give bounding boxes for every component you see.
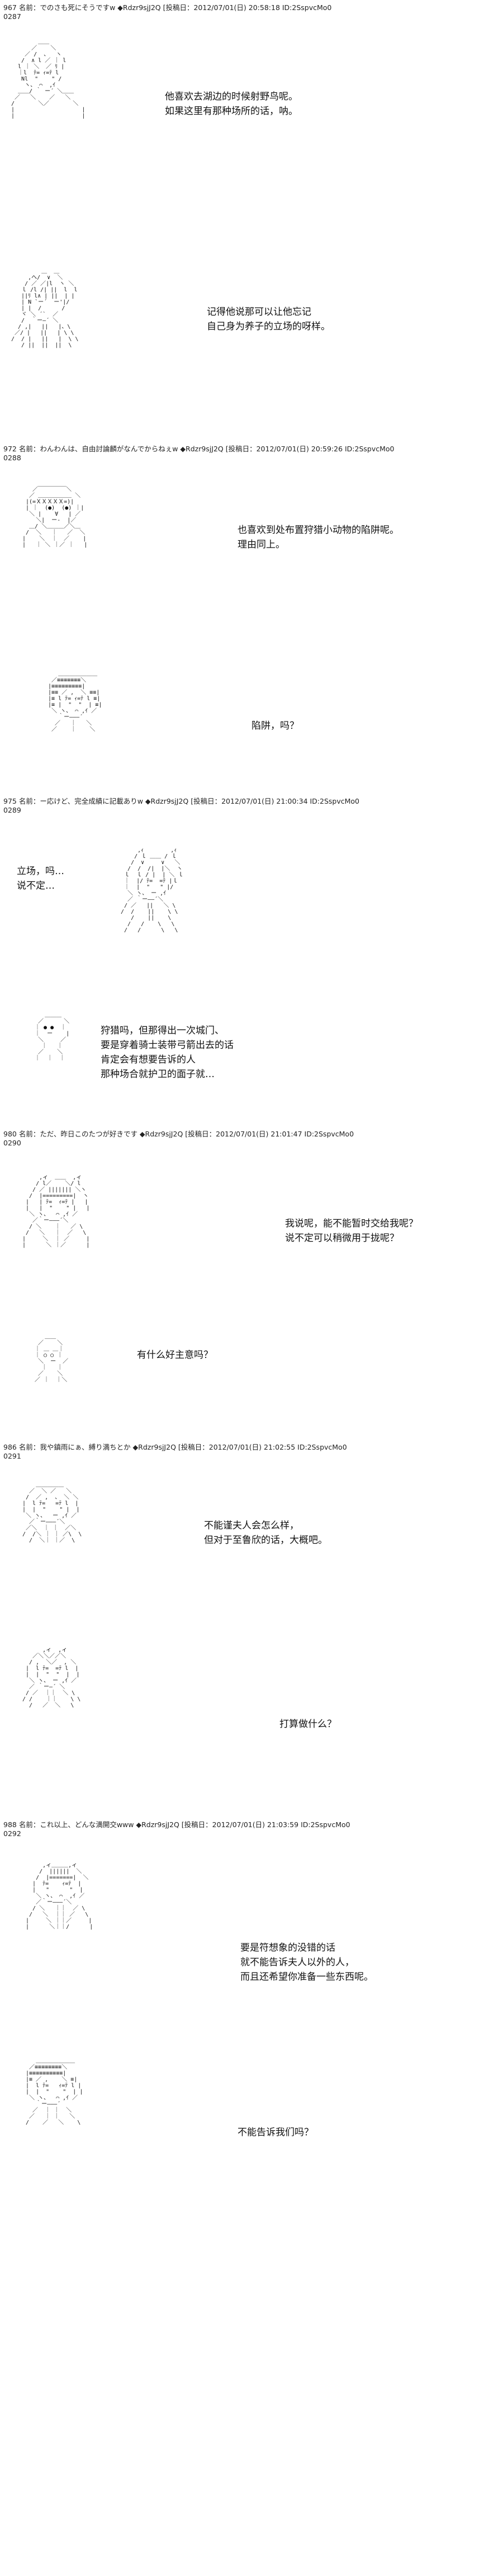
ascii-art-character: ＿＿＿ ／ ＼ ｜ ● ● ｜ ｜ ー | ＼ ／ ｜ ｜ ／ ＼ ｜ ｜ ｜ [35, 1012, 70, 1061]
post-number: 0289 [3, 806, 21, 814]
dialog-text: 要是符想象的没错的话 就不能告诉夫人以外的人， 而且还希望你准备一些东西呢。 [240, 1942, 373, 1983]
ascii-art-character: ＿＿＿＿＿＿＿ ／≡≡≡≡≡≡≡＼ |≡≡≡≡≡≡≡≡≡| |≡≡ ／ , ＼ … [48, 671, 102, 733]
dialog-text: 他喜欢去湖边的时候射野鸟呢。 如果这里有那种场所的话，呐。 [165, 91, 298, 117]
post-number: 0288 [3, 454, 21, 462]
post-header: 972 名前：わんわんは、自由討論麟がなんでからねぇw ◆Rdzr9sjJ2Q … [3, 445, 395, 453]
ascii-art-character: ,ィ ,ィ ／＼＼／／＼ / , ＼／ , ＼ | l ﾃ= =ﾃ l | | … [22, 1647, 81, 1709]
post-header: 980 名前：ただ、昨日このたつが好きです ◆Rdzr9sjJ2Q [投稿日：2… [3, 1130, 354, 1138]
ascii-art-character: ,ィ＿＿＿,ィ / |||||| ＼ / |=======| ＼ | ﾃ= ｨ=… [26, 1862, 93, 1930]
ascii-art-character: ＿＿＿＿＿ ／ ＼ ／ ＼ / ／ , 、 ＼ ＼ | l ﾃ= =ﾃ l | … [22, 1482, 82, 1544]
dialog-text: 陷阱，吗？ [252, 720, 299, 732]
post-header: 975 名前：ー応けど、完全成績に記載ありw ◆Rdzr9sjJ2Q [投稿日：… [3, 797, 360, 805]
post-header: 967 名前：でのさも死にそうですw ◆Rdzr9sjJ2Q [投稿日：2012… [3, 3, 332, 12]
ascii-art-character: ,ｨ ,ｨ / ｌ ＿＿ / ｌ / ∨ ∨ ＼ / / /| |＼ ヽ ｌ ｌ… [121, 847, 184, 933]
dialog-text: 立场，吗… 说不定… [17, 866, 64, 891]
post-number: 0290 [3, 1139, 21, 1147]
ascii-art-character: ＿＿ ／ ＼ ／ / 、 ヽ / ∧ l ／ ｜ l l ｜ ＼ ／ ﾘ | ｜… [11, 39, 86, 119]
post-header: 988 名前：これ以上、どんな満開交www ◆Rdzr9sjJ2Q [投稿日：2… [3, 1820, 350, 1829]
dialog-text: 也喜欢到处布置狩猎小动物的陷阱呢。 理由同上。 [238, 525, 399, 550]
dialog-text: 打算做什么？ [279, 1719, 336, 1730]
post-number: 0292 [3, 1829, 21, 1838]
ascii-art-character: ／￣￣￣￣￣＼ ／ ＿＿＿＿＿＿ ＼ |(=ＸＸＸＸＸ=)| | ｜ (●) (… [22, 487, 88, 548]
post-header: 986 名前：我や鎮雨にぁ、縛り満ちとか ◆Rdzr9sjJ2Q [投稿日：20… [3, 1443, 347, 1451]
ascii-art-character: ＿ ＿ ,へ/ ∨ ＼ / ／ ／|l ヽ ＼ ｌ /l /| || l l |… [11, 268, 79, 348]
post-number: 0287 [3, 12, 21, 21]
dialog-text: 我说呢，能不能暂时交给我呢？ 说不定可以稍微用于拢呢？ [285, 1218, 418, 1244]
ascii-art-character: ＿＿ ／ ＼ ｜ ＿ ＿｜ ｜ ○ ○ ｜ ＼ ー ／ ｜ ｜ ／ ＼ ／ ｜ … [35, 1334, 69, 1383]
ascii-art-character: ＿＿＿＿＿＿＿ ／≡≡≡≡≡≡≡≡＼ |≡≡≡≡≡≡≡≡≡≡| |≡ ／ , ＼… [26, 2058, 83, 2126]
dialog-text: 记得他说那可以让他忘记 自己身为养子的立场的呀样。 [207, 306, 330, 332]
ascii-art-character: ,ィ ＿＿ ,ィ / l／ ＼/ l / ／ ||||||| ＼ヽ / |===… [22, 1174, 90, 1248]
dialog-text: 不能谨夫人会怎么样， 但对于至鲁欣的话，大概吧。 [204, 1520, 328, 1546]
dialog-text: 不能告诉我们吗？ [238, 2127, 314, 2138]
dialog-text: 狩猎吗，但那得出一次城门、 要是穿着骑士装带弓箭出去的话 肯定会有想要告诉的人 … [101, 1025, 234, 1080]
dialog-text: 有什么好主意吗？ [137, 1350, 213, 1361]
post-number: 0291 [3, 1452, 21, 1460]
